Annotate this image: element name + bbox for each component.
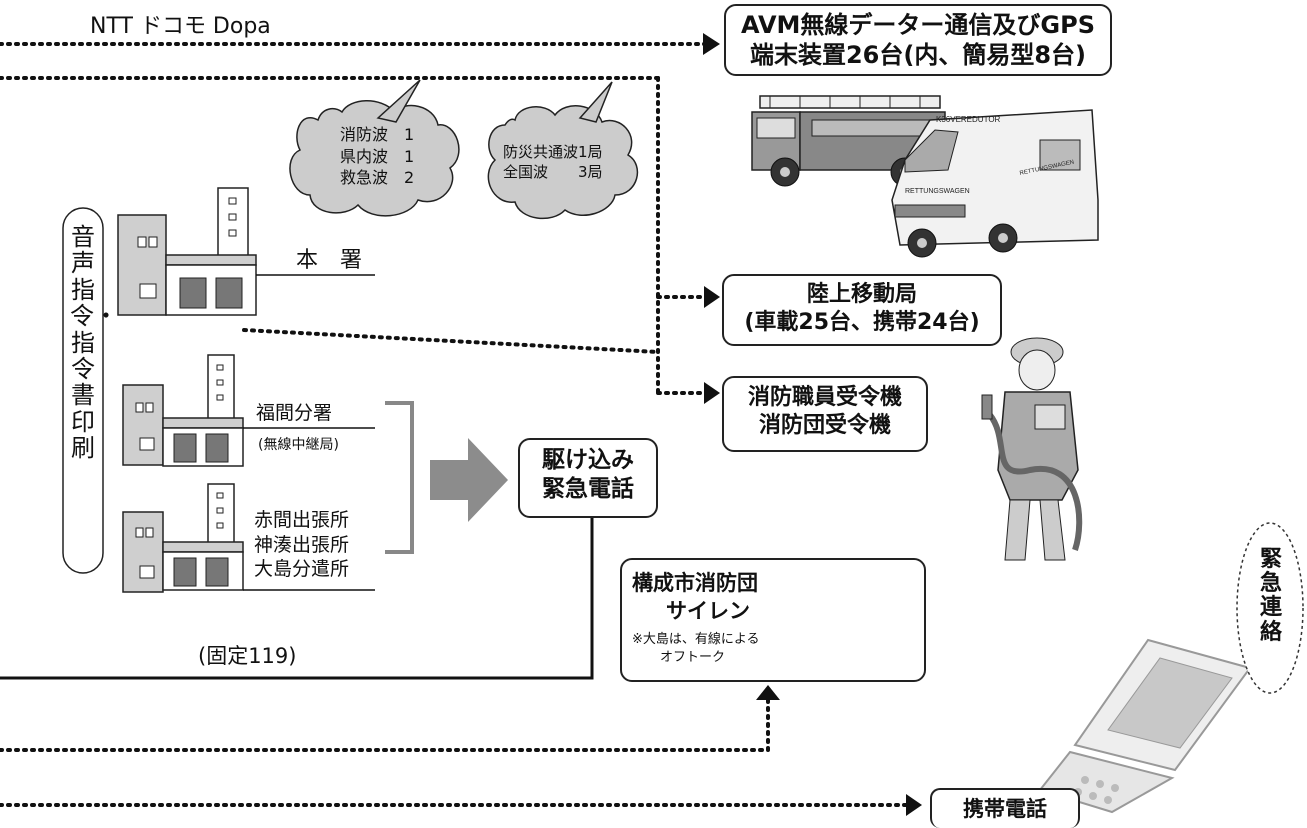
siren-dotted-line xyxy=(0,698,770,752)
ambulance-illustration: K36VEREDUTOR RETTUNGSWAGEN RETTUNGSWAGEN xyxy=(891,109,1099,258)
siren-line1: 構成市消防団 xyxy=(632,571,758,595)
cloud-right-text: 防災共通波1局 全国波 3局 xyxy=(503,142,603,183)
cloud-left-text: 消防波 1 県内波 1 救急波 2 xyxy=(340,124,414,189)
rush-call-box: 駆け込み 緊急電話 xyxy=(518,438,658,518)
avm-line2: 端末装置26台(内、簡易型8台) xyxy=(749,41,1087,69)
avm-line1: AVM無線データー通信及びGPS xyxy=(741,11,1095,39)
mobile-phone-box: 携帯電話 xyxy=(930,788,1080,828)
receivers-line1: 消防職員受令機 xyxy=(747,385,902,410)
receiver-arrowhead xyxy=(704,382,720,404)
siren-line2: サイレン xyxy=(666,599,750,623)
mobile-phone-illustration xyxy=(1038,638,1252,814)
siren-box: 構成市消防団 サイレン ※大島は、有線による オフトーク xyxy=(620,558,926,682)
vertical-label: 音声指令・指令書印刷 xyxy=(70,223,118,463)
building-branches xyxy=(122,483,375,593)
branch-kominato: 神湊出張所 xyxy=(254,533,350,556)
building-fukuma xyxy=(122,354,375,467)
land-mobile-line2: (車載25台、携帯24台) xyxy=(744,309,980,335)
land-mobile-line1: 陸上移動局 xyxy=(806,282,917,307)
receivers-line2: 消防団受令機 xyxy=(758,412,891,438)
mobile-arrowhead xyxy=(906,794,922,816)
fukuma-label: 福間分署 xyxy=(256,402,333,424)
emergency-label: 緊急連絡 xyxy=(1259,547,1282,645)
receivers-box: 消防職員受令機 消防団受令機 xyxy=(722,376,928,452)
branch-oshima: 大島分遣所 xyxy=(254,558,350,581)
cloud-right-line2: 全国波 3局 xyxy=(503,163,603,182)
siren-note2: オフトーク xyxy=(660,650,726,665)
emergency-oval xyxy=(1236,522,1304,694)
branch-labels: 赤間出張所 神湊出張所 大島分遣所 xyxy=(254,508,349,582)
avm-box: AVM無線データー通信及びGPS 端末装置26台(内、簡易型8台) xyxy=(724,4,1112,76)
honsho-dotted-line xyxy=(242,328,660,354)
cloud-left xyxy=(289,79,460,217)
fixed-119-line xyxy=(0,518,594,680)
vertical-pill xyxy=(62,207,104,574)
honsho-label: 本 署 xyxy=(296,248,363,273)
land-mobile-arrowhead xyxy=(704,286,720,308)
siren-note1: ※大島は、有線による xyxy=(632,632,760,647)
cloud-left-line1: 消防波 1 xyxy=(340,125,415,144)
land-mobile-box: 陸上移動局 (車載25台、携帯24台) xyxy=(722,274,1002,346)
cloud-left-line2: 県内波 1 xyxy=(340,146,415,166)
fukuma-note: (無線中継局) xyxy=(258,437,339,453)
dopa-label: NTT ドコモ Dopa xyxy=(90,14,271,39)
fixed-119-label: (固定119) xyxy=(198,644,297,668)
cloud-left-line3: 救急波 2 xyxy=(340,168,415,188)
rush-line1: 駆け込み xyxy=(542,447,634,473)
rush-line2: 緊急電話 xyxy=(542,475,634,502)
ambulance-lettering-side: RETTUNGSWAGEN xyxy=(905,188,970,195)
siren-arrowhead xyxy=(756,685,780,700)
cloud-right xyxy=(487,81,639,220)
building-honsho xyxy=(117,187,375,316)
branch-bracket xyxy=(385,401,414,554)
firefighter-illustration xyxy=(981,337,1083,561)
branch-akama: 赤間出張所 xyxy=(254,509,350,531)
block-arrow xyxy=(430,438,508,522)
mobile-phone-label: 携帯電話 xyxy=(963,797,1047,821)
ladder-truck-lettering: K36VEREDUTOR xyxy=(936,115,1001,124)
dopa-arrowhead xyxy=(703,33,720,55)
cloud-right-line1: 防災共通波1局 xyxy=(503,143,603,161)
